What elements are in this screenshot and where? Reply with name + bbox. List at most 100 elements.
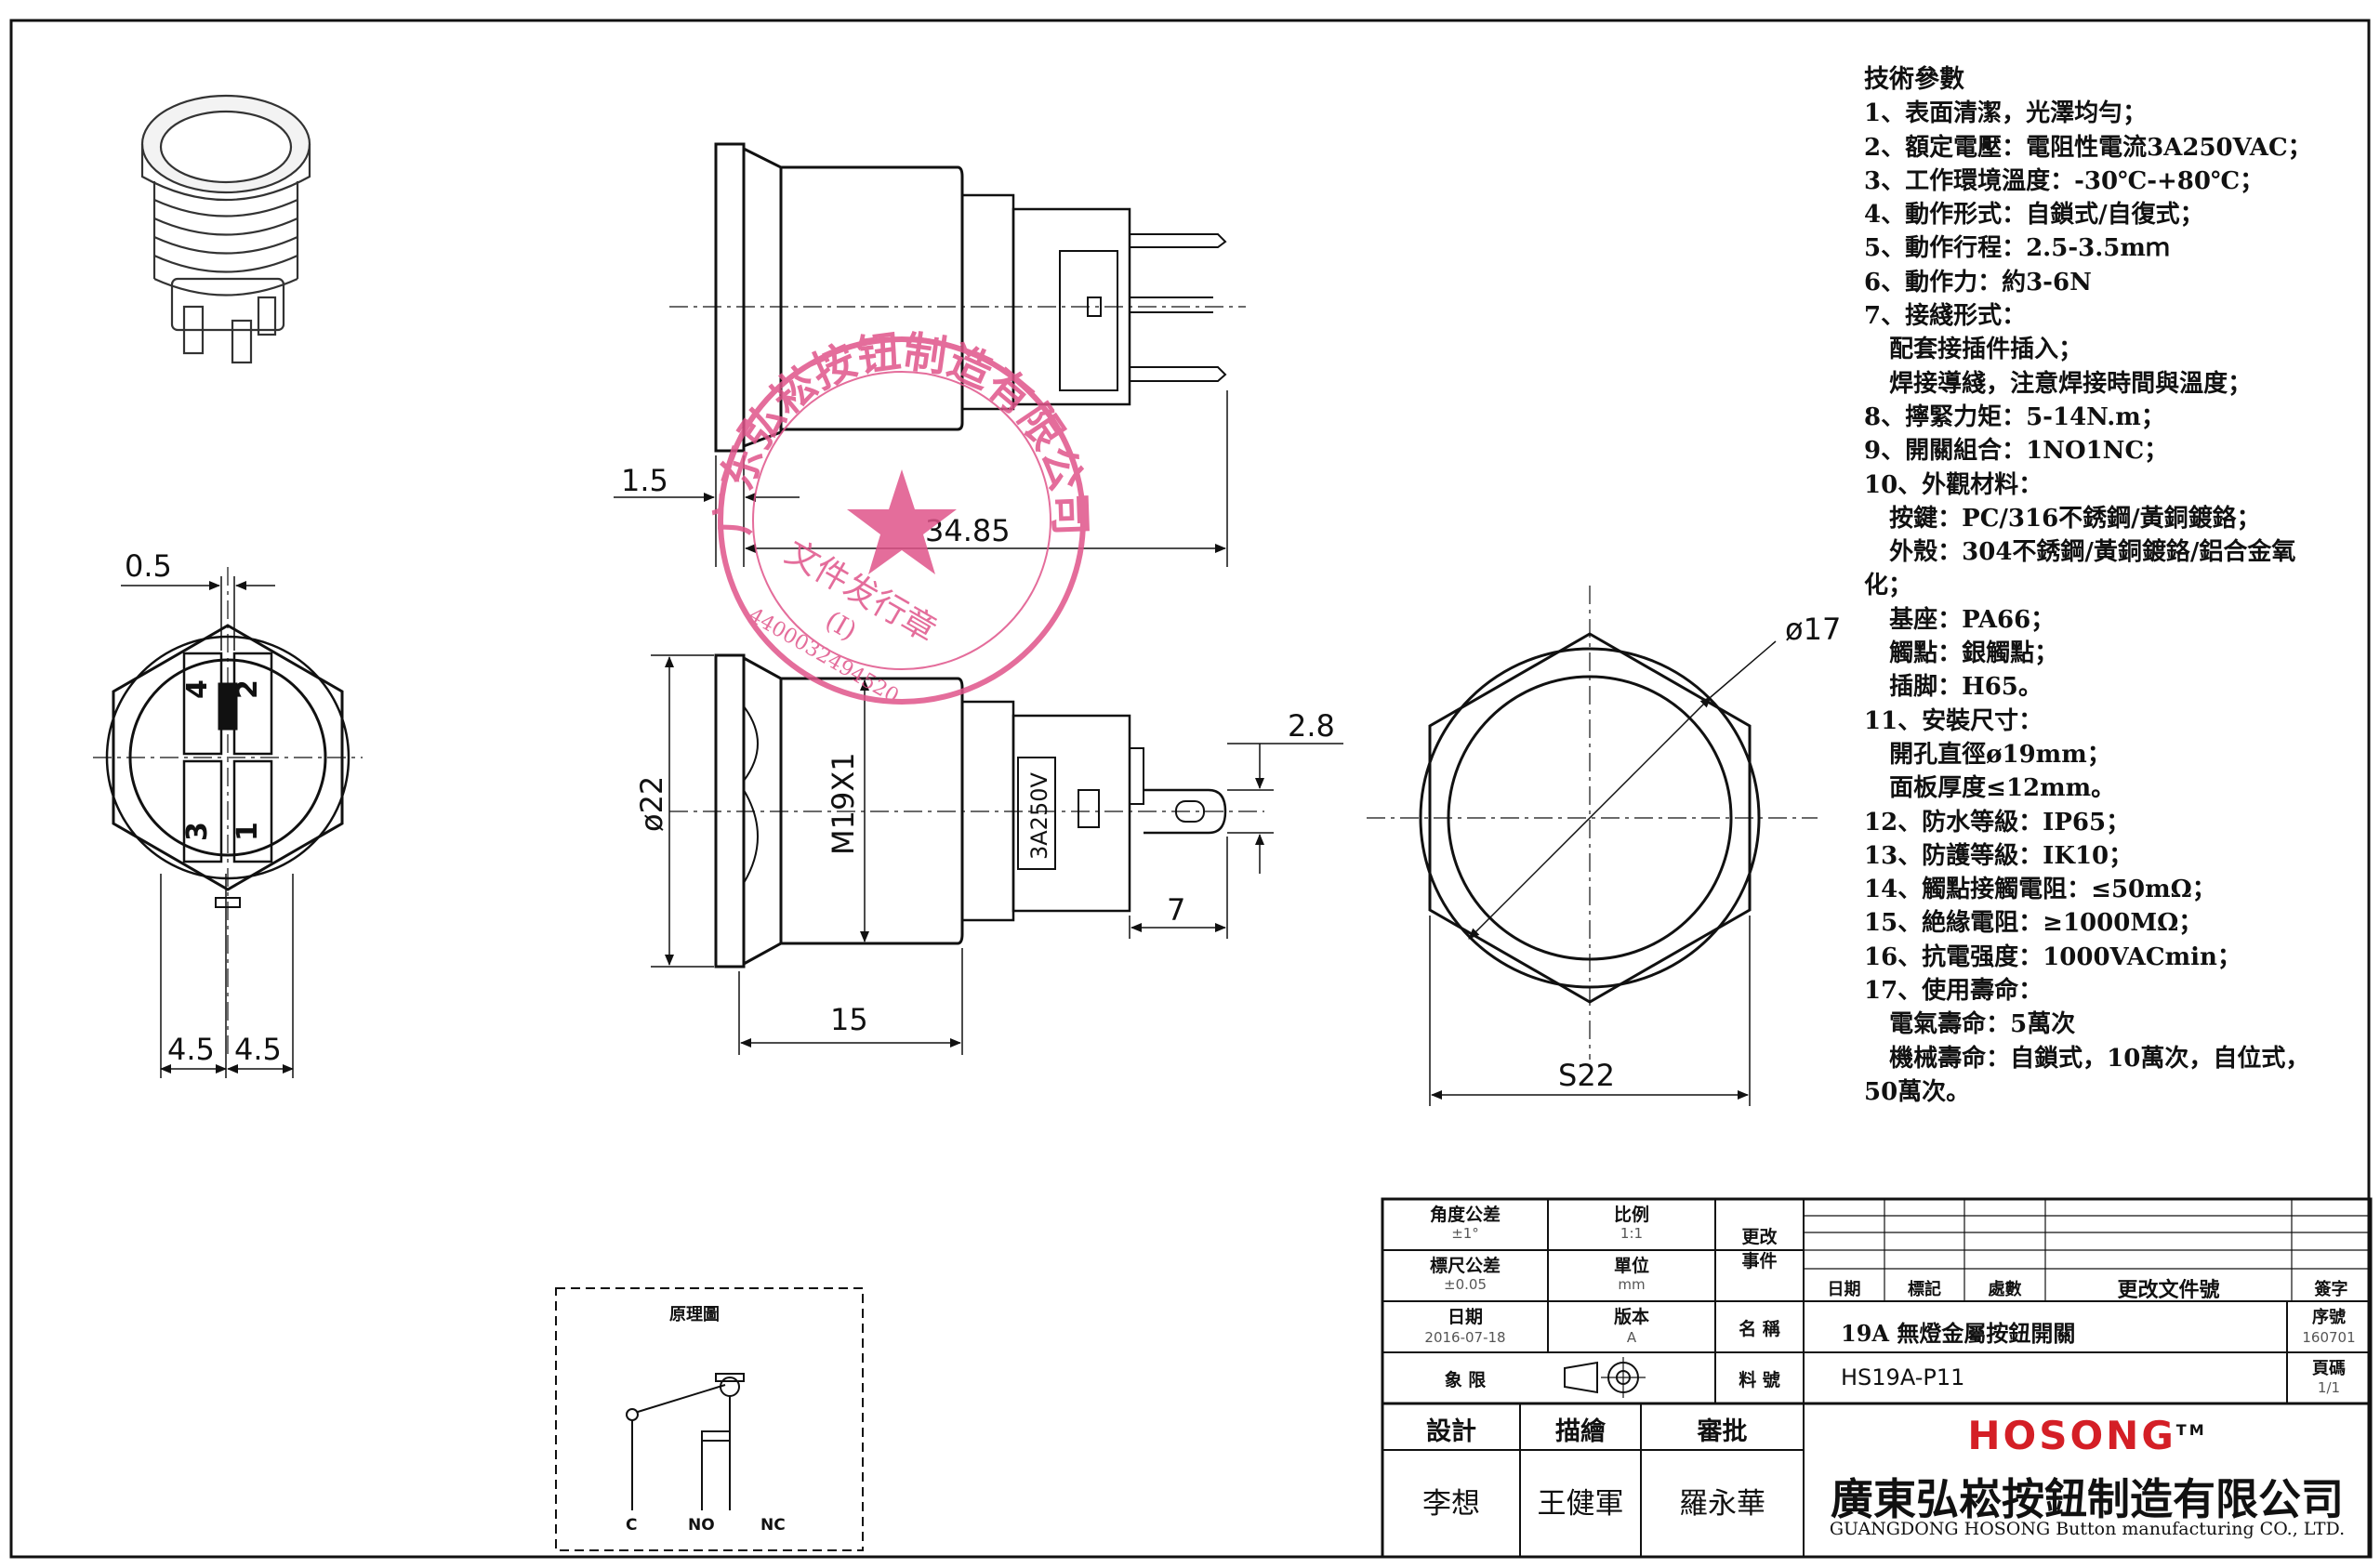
page-label: 頁碼 <box>2312 1359 2346 1378</box>
size-tol-value: ±0.05 <box>1444 1276 1487 1293</box>
rev-sign-header: 簽字 <box>2314 1280 2348 1299</box>
spec-line: 4、動作形式：自鎖式/自復式； <box>1864 201 2204 230</box>
spec-line: 基座：PA66； <box>1864 605 2056 634</box>
projection-label: 象 限 <box>1444 1370 1487 1390</box>
isometric-view <box>140 94 311 364</box>
reviewer-name: 羅永華 <box>1679 1487 1765 1521</box>
dim-15: 15 <box>830 1002 868 1037</box>
spec-line: 面板厚度≤12mm。 <box>1864 774 2116 803</box>
review-label: 審批 <box>1697 1417 1748 1446</box>
spec-line: 5、動作行程：2.5-3.5mｍ <box>1864 234 2170 263</box>
scale-label: 比例 <box>1613 1205 1649 1225</box>
spec-title: 技術參數 <box>1864 65 1964 94</box>
angle-tol-label: 角度公差 <box>1429 1205 1501 1225</box>
rev-mark-header: 標記 <box>1908 1280 1941 1299</box>
spec-line: 17、使用壽命： <box>1864 977 2043 1006</box>
serial-label: 序號 <box>2312 1308 2346 1327</box>
unit-label: 單位 <box>1613 1256 1649 1276</box>
spec-line: 焊接導綫，注意焊接時間與溫度； <box>1864 369 2253 398</box>
brand-logo: HOSONGTM <box>1892 1413 2282 1458</box>
spec-line: 3、工作環境溫度：-30℃-+80℃； <box>1864 166 2265 195</box>
dim-4-5-right: 4.5 <box>234 1032 282 1067</box>
spec-list: 技術參數 1、表面清潔，光澤均勻； 2、額定電壓：電阻性電流3A250VAC； … <box>1864 63 2366 1109</box>
rev-doc-header: 更改文件號 <box>2117 1278 2220 1302</box>
draw-label: 描繪 <box>1555 1417 1606 1446</box>
spec-line: 配套接插件插入； <box>1864 336 2083 364</box>
designer-name: 李想 <box>1422 1487 1480 1521</box>
dim-1-5: 1.5 <box>621 463 668 498</box>
spec-line: 按鍵：PC/316不銹鋼/黃銅鍍鉻； <box>1864 504 2261 533</box>
spec-line: 2、額定電壓：電阻性電流3A250VAC； <box>1864 133 2312 162</box>
spec-line: 插脚：H65。 <box>1864 673 2043 702</box>
unit-value: mm <box>1618 1276 1646 1293</box>
spec-line: 觸點：銀觸點； <box>1864 639 2059 668</box>
schematic-box <box>555 1287 864 1551</box>
dim-s22: S22 <box>1558 1058 1615 1093</box>
bottom-view <box>93 567 363 1078</box>
spec-line: 13、防護等級：IK10； <box>1864 841 2134 870</box>
spec-line: 開孔直徑ø19mm； <box>1864 740 2111 769</box>
dim-dia-17: ø17 <box>1785 612 1841 647</box>
dim-0-5: 0.5 <box>125 548 172 584</box>
version-label: 版本 <box>1613 1307 1649 1327</box>
spec-line: 外殼：304不銹鋼/黃銅鍍鉻/鋁合金氧 <box>1864 538 2296 567</box>
spec-line: 16、抗電强度：1000VACmin； <box>1864 942 2241 971</box>
serial-value: 160701 <box>2302 1329 2356 1346</box>
company-name-en: GUANGDONG HOSONG Button manufacturing CO… <box>1829 1519 2346 1539</box>
page-value: 1/1 <box>2317 1379 2341 1396</box>
spec-line: 1、表面清潔，光澤均勻； <box>1864 99 2148 128</box>
date-value: 2016-07-18 <box>1424 1329 1506 1346</box>
dim-4-5-left: 4.5 <box>167 1032 215 1067</box>
spec-line: 8、擰緊力矩：5-14N.m； <box>1864 402 2165 431</box>
spec-line: 50萬次。 <box>1864 1077 1971 1106</box>
company-stamp: 广东弘崧按钮制造有限公司 文件发行章 (I) 4400032494520 <box>707 325 1095 708</box>
design-label: 設計 <box>1426 1417 1476 1446</box>
schematic-label-no: NO <box>688 1516 715 1535</box>
title-block-grid <box>1381 1197 2373 1559</box>
pin-4-label: 4 <box>181 679 214 699</box>
part-no-label: 料 號 <box>1739 1370 1780 1390</box>
spec-line: 化； <box>1864 572 1913 600</box>
part-no-value: HS19A-P11 <box>1841 1364 1965 1390</box>
rev-qty-header: 處數 <box>1988 1280 2022 1299</box>
schematic-label-c: C <box>626 1516 637 1535</box>
spec-line: 14、觸點接觸電阻：≤50mΩ； <box>1864 876 2216 904</box>
schematic-title: 原理圖 <box>669 1305 720 1324</box>
scale-value: 1:1 <box>1620 1225 1644 1242</box>
pin-1-label: 1 <box>231 822 264 841</box>
pin-2-label: 2 <box>231 679 264 699</box>
spec-line: 12、防水等級：IP65； <box>1864 808 2131 837</box>
angle-tol-value: ±1° <box>1451 1225 1479 1242</box>
drafter-name: 王健軍 <box>1537 1487 1624 1521</box>
voltage-label: 3A250V <box>1026 772 1052 860</box>
dim-7: 7 <box>1167 892 1185 928</box>
spec-line: 11、安裝尺寸： <box>1864 706 2043 735</box>
change-event-label: 更改 事件 <box>1741 1227 1778 1272</box>
spec-line: 7、接綫形式： <box>1864 302 2027 331</box>
version-value: A <box>1626 1329 1637 1346</box>
dim-2-8: 2.8 <box>1288 708 1335 744</box>
size-tol-label: 標尺公差 <box>1429 1256 1501 1276</box>
dim-dia-22: ø22 <box>634 776 669 832</box>
brand-name: HOSONG <box>1967 1413 2176 1458</box>
spec-line: 電氣壽命：5萬次 <box>1864 1010 2076 1039</box>
pin-3-label: 3 <box>181 822 214 841</box>
brand-tm: TM <box>2175 1421 2207 1439</box>
schematic-label-nc: NC <box>760 1516 786 1535</box>
rev-date-header: 日期 <box>1827 1280 1861 1299</box>
spec-line: 15、絶緣電阻：≥1000MΩ； <box>1864 909 2203 938</box>
dim-m19x1: M19X1 <box>826 752 861 855</box>
date-label: 日期 <box>1447 1307 1483 1327</box>
spec-line: 機械壽命：自鎖式，10萬次，自位式， <box>1864 1044 2310 1073</box>
company-name-cn: 廣東弘崧按鈕制造有限公司 <box>1831 1474 2344 1524</box>
spec-line: 6、動作力：約3-6N <box>1864 268 2092 296</box>
spec-line: 9、開關組合：1NO1NC； <box>1864 437 2169 466</box>
pin-labels: 4 2 3 1 <box>181 679 264 841</box>
name-value: 19A 無燈金屬按鈕開關 <box>1841 1320 2076 1347</box>
front-view <box>1367 586 1818 1106</box>
name-label: 名 稱 <box>1739 1319 1780 1339</box>
spec-line: 10、外觀材料： <box>1864 470 2043 499</box>
sheet-border <box>9 19 2371 1559</box>
front-side-view <box>651 653 1343 1055</box>
